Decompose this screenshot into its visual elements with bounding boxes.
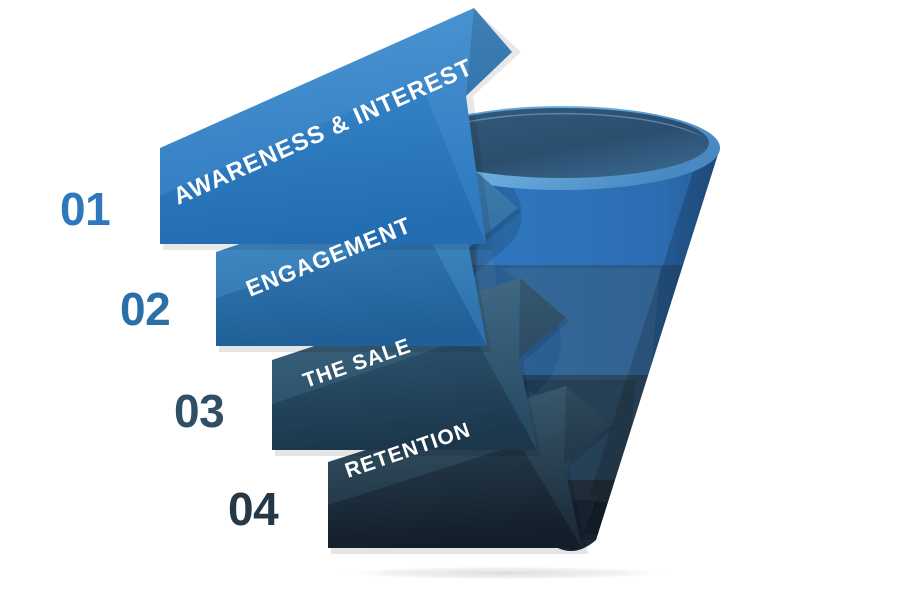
ribbon-stage-04[interactable] <box>328 386 615 554</box>
ribbon-stage-01[interactable] <box>160 8 521 250</box>
step-number-02: 02 <box>120 283 170 335</box>
ribbon-01-fold <box>160 80 486 244</box>
ground-shadow <box>335 566 675 580</box>
funnel-mouth-opening <box>415 108 709 178</box>
ribbon-stage-03[interactable] <box>272 278 569 456</box>
ribbon-02-fold <box>216 228 487 346</box>
step-number-04: 04 <box>228 483 279 535</box>
ribbon-03-fold <box>272 336 537 450</box>
ribbon-04-fold <box>328 444 582 548</box>
step-number-03: 03 <box>174 385 224 437</box>
funnel-rim <box>404 106 720 190</box>
step-number-01: 01 <box>60 183 110 235</box>
